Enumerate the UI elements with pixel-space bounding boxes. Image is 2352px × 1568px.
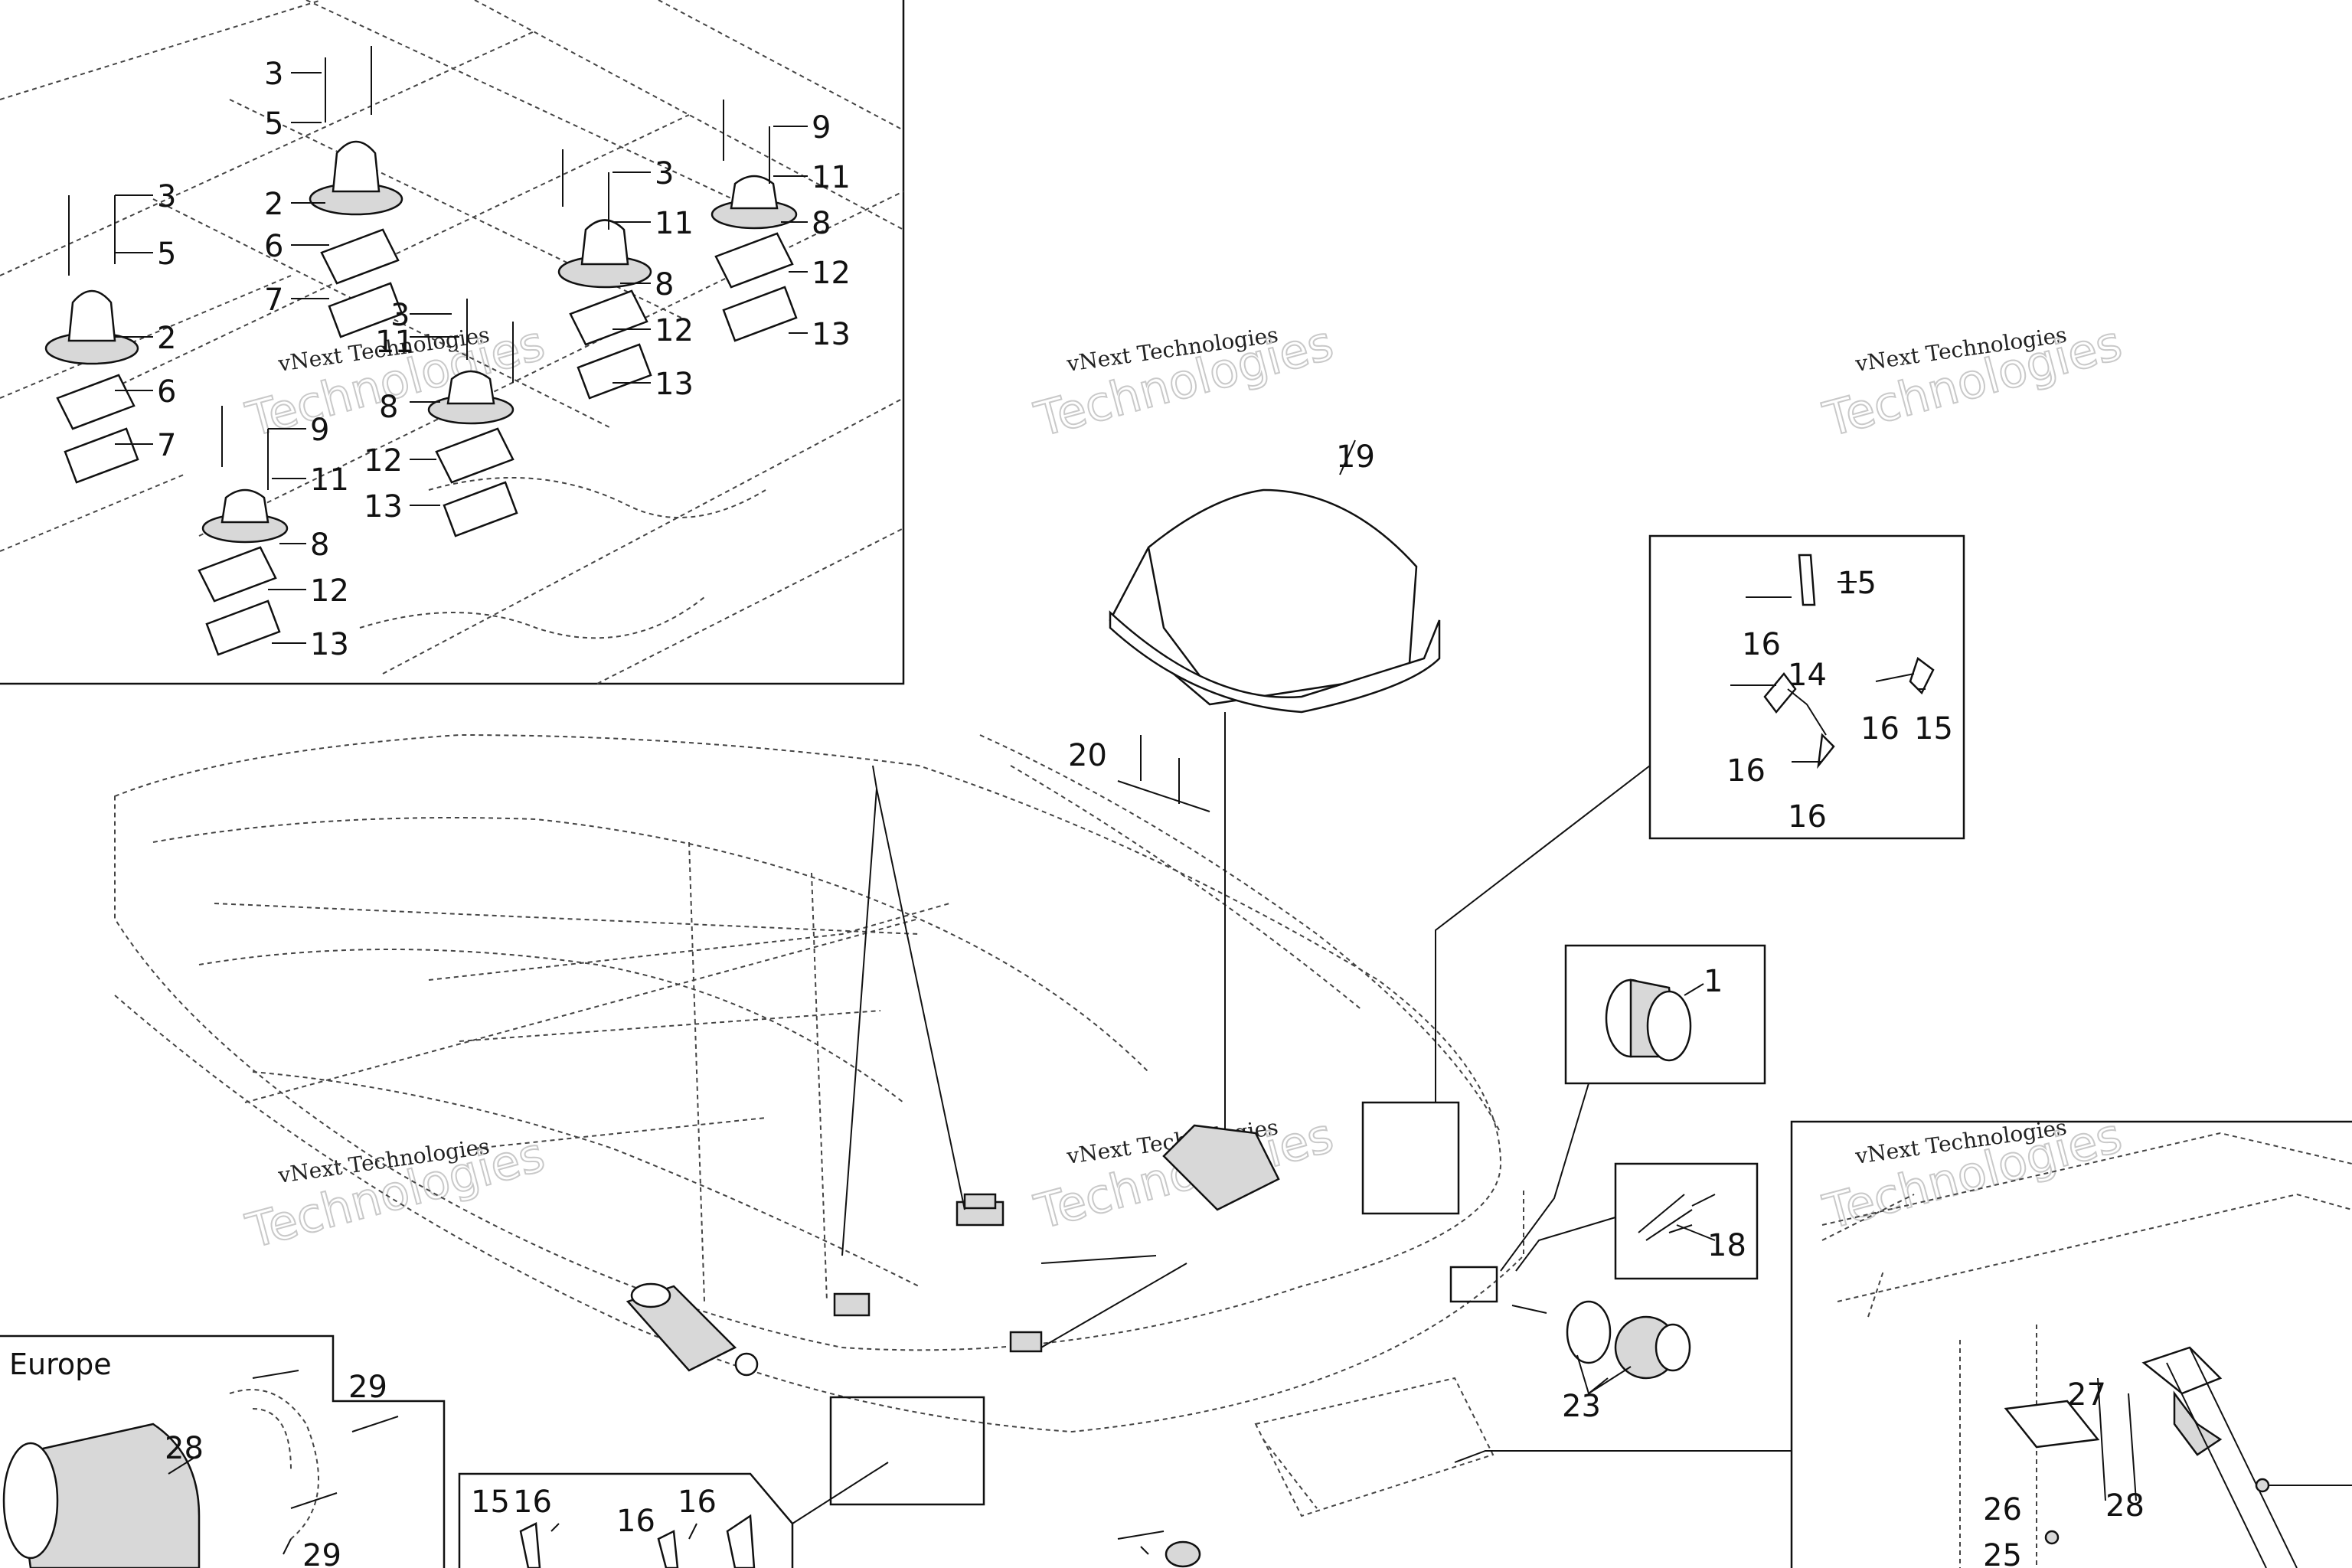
callout-16: 16 [513, 1485, 552, 1520]
callout-2: 2 [264, 187, 283, 222]
callout-13: 13 [655, 367, 694, 402]
callout-14: 14 [1788, 658, 1827, 693]
bracket-inset: 15 16 14 16 15 16 16 [1361, 534, 1965, 1215]
engine-mount [557, 219, 652, 400]
part-20-fitting: 23 [1511, 1300, 1691, 1424]
engine-mount [427, 370, 518, 537]
callout-1: 1 [1704, 964, 1723, 999]
callout-24: 26 [1983, 1492, 2022, 1527]
callout-16: 16 [616, 1504, 655, 1539]
part-19-screws: 20 [1068, 735, 1210, 812]
callout-8: 8 [655, 267, 674, 302]
callout-16: 16 [1860, 711, 1900, 746]
callout-26: 28 [2105, 1488, 2145, 1524]
inset-frame [0, 0, 905, 685]
callout-25: 27 [2067, 1377, 2106, 1413]
callout-16: 16 [678, 1485, 717, 1520]
callout-7: 7 [157, 428, 176, 463]
hull-body [114, 733, 1524, 1517]
leader-lines [841, 765, 1201, 1568]
europe-label: Europe [9, 1348, 112, 1381]
callout-3: 3 [264, 57, 283, 92]
engine-mount [710, 175, 798, 342]
rear-inset-frame [1790, 1120, 2352, 1568]
engine-mount-inset: 3 5 2 6 7 3 5 2 6 7 3 11 8 12 13 9 11 8 … [0, 0, 905, 685]
callout-8: 8 [379, 390, 398, 425]
callout-23: 25 [1983, 1538, 2022, 1568]
callout-17: 19 [1336, 439, 1375, 475]
callout-3: 3 [390, 298, 410, 333]
callout-9: 9 [812, 110, 831, 145]
part-18-inset-frame [1614, 1162, 1759, 1280]
callout-27: 28 [165, 1431, 204, 1466]
europe-inset: Europe 29 28 29 [0, 1334, 446, 1568]
watermark-group: vNext Technologies Technologies vNext Te… [240, 314, 2128, 1260]
callout-12: 12 [364, 443, 403, 479]
callout-19: 20 [1068, 738, 1107, 773]
part-18-inset: 18 [1449, 1162, 1759, 1303]
bracket-inset-frame [1648, 534, 1965, 840]
callout-12: 12 [310, 573, 349, 609]
callout-20: 23 [1562, 1389, 1601, 1424]
callout-16: 16 [1726, 753, 1766, 789]
callout-5: 5 [264, 106, 283, 142]
part-1-inset: 1 [1500, 944, 1766, 1272]
callout-28: 29 [348, 1370, 387, 1405]
callout-3: 3 [157, 179, 176, 214]
callout-11: 11 [310, 462, 349, 498]
callout-3: 3 [655, 156, 674, 191]
part-1-inset-frame [1564, 944, 1766, 1085]
callout-7: 7 [264, 283, 283, 318]
callout-8: 8 [310, 528, 329, 563]
engine-mount [309, 140, 403, 338]
europe-inset-frame [0, 1334, 446, 1568]
callout-16: 16 [1788, 799, 1827, 835]
engine-mount [44, 289, 139, 484]
lower-bracket-inset: 15 16 16 16 [458, 1396, 985, 1568]
callout-6: 6 [264, 229, 283, 264]
callout-12: 12 [655, 313, 694, 348]
callout-13: 13 [812, 317, 851, 352]
callout-16: 16 [1742, 627, 1781, 662]
callout-11: 11 [812, 160, 851, 195]
callout-11: 11 [655, 206, 694, 241]
callout-15: 15 [1914, 711, 1953, 746]
callout-18: 18 [1707, 1228, 1746, 1263]
callout-13: 13 [310, 627, 349, 662]
rear-assembly-inset: 27 28 26 25 [1454, 1120, 2352, 1568]
callout-5: 5 [157, 237, 176, 272]
callout-9: 9 [310, 413, 329, 448]
callout-29: 29 [302, 1538, 341, 1568]
callout-11: 11 [375, 325, 414, 360]
callout-8: 8 [812, 206, 831, 241]
callout-13: 13 [364, 489, 403, 524]
callout-12: 12 [812, 256, 851, 291]
engine-mount [198, 488, 289, 656]
callout-15: 15 [1838, 566, 1877, 601]
callout-2: 2 [157, 321, 176, 356]
callout-15: 15 [471, 1485, 510, 1520]
callout-6: 6 [157, 374, 176, 410]
lower-inset-frame [458, 1472, 794, 1568]
part-17-cover: 19 [1109, 439, 1441, 1211]
